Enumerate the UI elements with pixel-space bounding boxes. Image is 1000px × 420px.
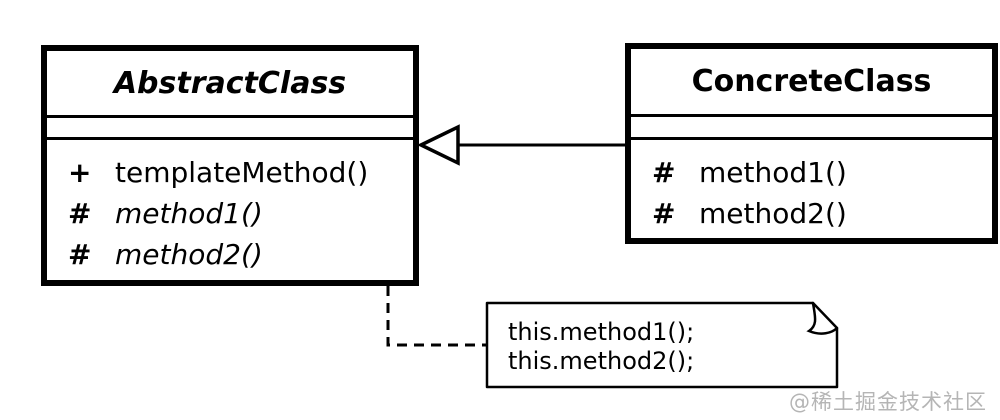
- method-row: + templateMethod(): [47, 152, 413, 193]
- abstract-class-attributes-compartment: [47, 118, 413, 140]
- concrete-class-box: ConcreteClass # method1() # method2(): [625, 43, 998, 244]
- visibility-symbol: #: [652, 197, 676, 230]
- note-shape: [485, 301, 839, 389]
- method-row: # method1(): [631, 152, 992, 193]
- concrete-class-title: ConcreteClass: [631, 49, 992, 117]
- abstract-class-title: AbstractClass: [47, 51, 413, 118]
- generalization-arrowhead-icon: [416, 124, 460, 166]
- note-code-text: this.method1(); this.method2();: [508, 318, 694, 376]
- note-dogear-fold-icon: [806, 301, 839, 335]
- method-row: # method2(): [631, 193, 992, 234]
- visibility-symbol: +: [68, 156, 92, 189]
- visibility-symbol: #: [68, 197, 92, 230]
- concrete-class-attributes-compartment: [631, 117, 992, 140]
- abstract-class-box: AbstractClass + templateMethod() # metho…: [41, 45, 419, 286]
- method-name: method1(): [699, 156, 847, 189]
- note-code-line: this.method2();: [508, 347, 695, 375]
- visibility-symbol: #: [652, 156, 676, 189]
- concrete-class-methods-compartment: # method1() # method2(): [631, 140, 992, 234]
- watermark-text: @稀土掘金技术社区: [789, 390, 987, 414]
- method-name: method2(): [699, 197, 847, 230]
- method-name: method2(): [115, 238, 263, 271]
- visibility-symbol: #: [68, 238, 92, 271]
- note-code-line: this.method1();: [508, 318, 695, 346]
- method-row: # method1(): [47, 193, 413, 234]
- method-row: # method2(): [47, 234, 413, 275]
- method-name: templateMethod(): [115, 156, 369, 189]
- method-name: method1(): [115, 197, 263, 230]
- abstract-class-methods-compartment: + templateMethod() # method1() # method2…: [47, 140, 413, 275]
